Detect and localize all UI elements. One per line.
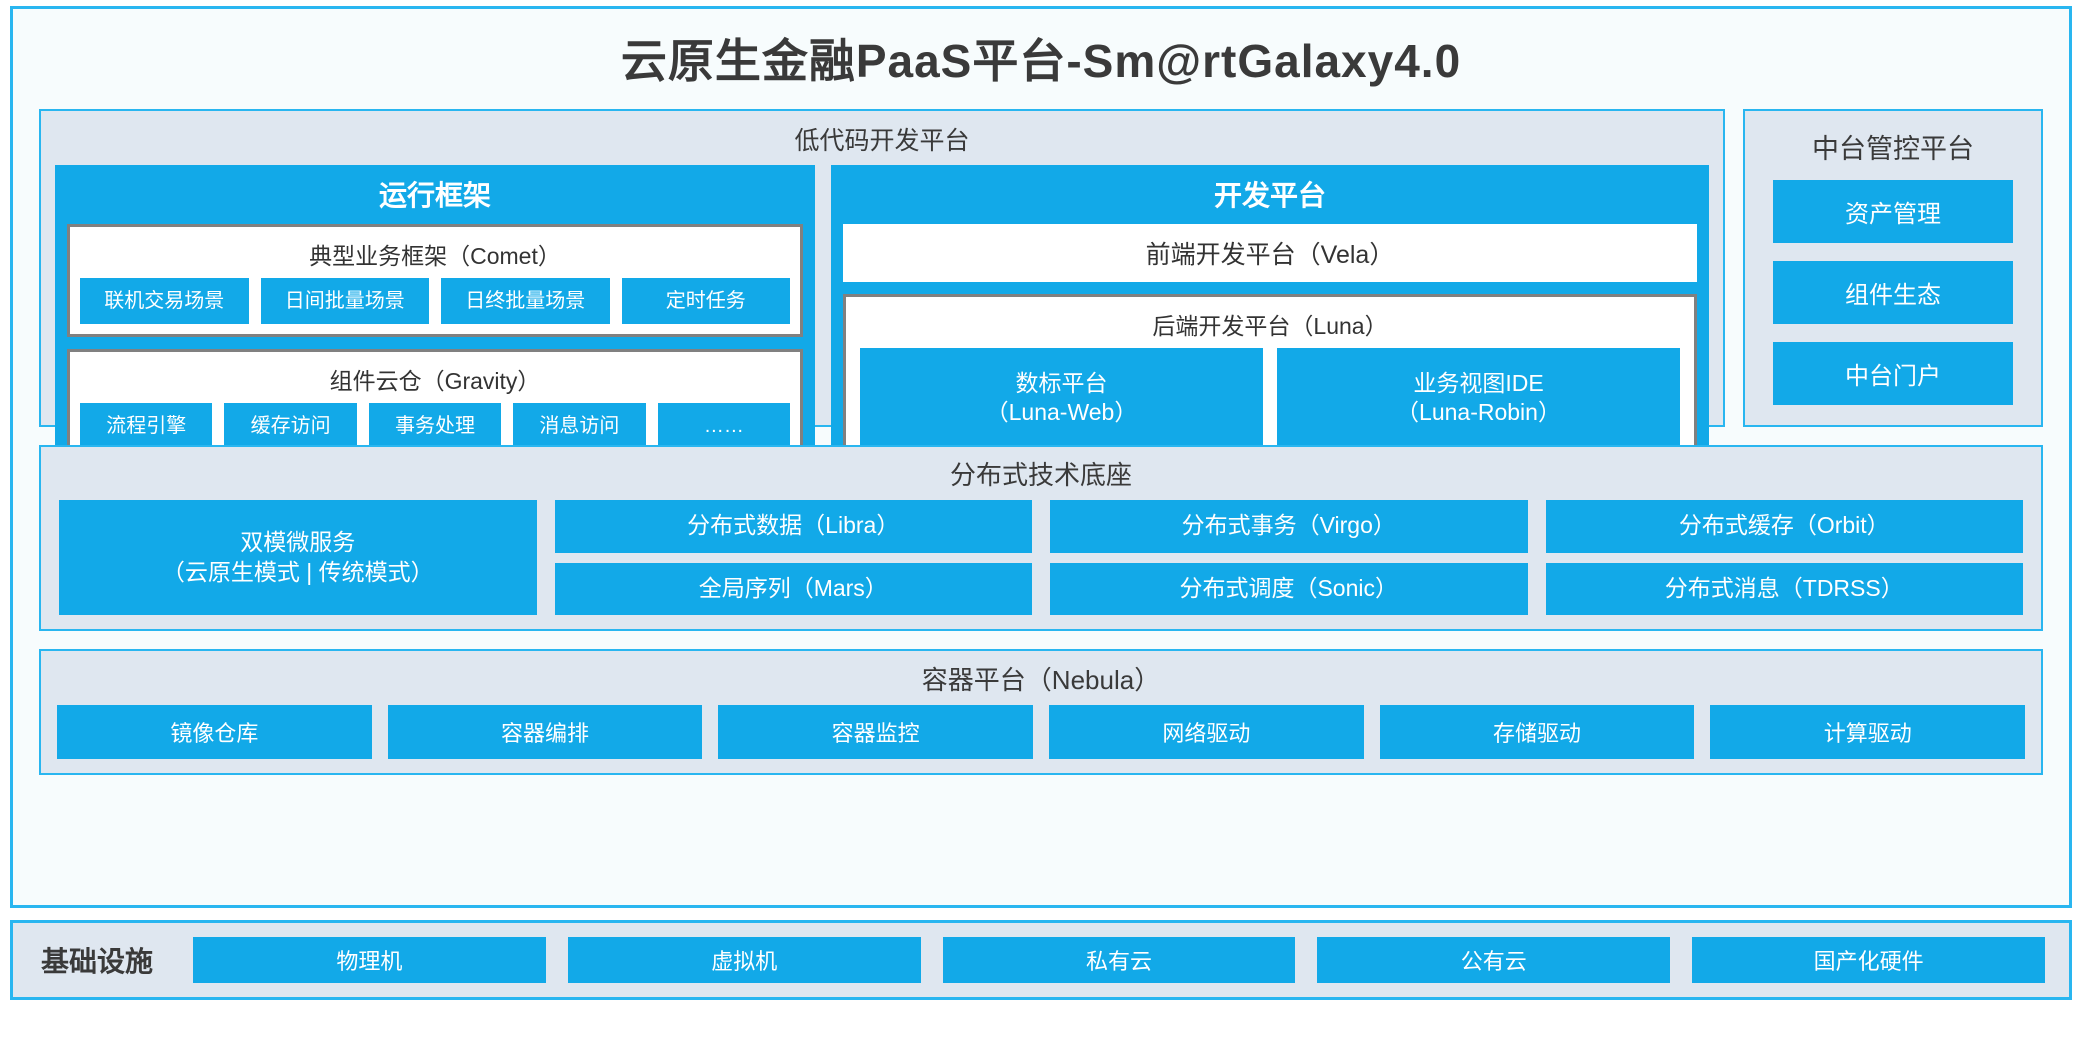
gravity-group: 组件云仓（Gravity） 流程引擎 缓存访问 事务处理 消息访问 …… bbox=[67, 349, 803, 462]
techbase-item-microservice-line1: 双模微服务 bbox=[240, 528, 356, 555]
container-platform-panel: 容器平台（Nebula） 镜像仓库 容器编排 容器监控 网络驱动 存储驱动 计算… bbox=[39, 649, 2043, 775]
infrastructure-panel: 基础设施 物理机 虚拟机 私有云 公有云 国产化硬件 bbox=[10, 920, 2072, 1000]
techbase-item-sonic[interactable]: 分布式调度（Sonic） bbox=[1050, 562, 1528, 615]
luna-item-web-line1: 数标平台 bbox=[1015, 369, 1108, 396]
luna-items: 数标平台 （Luna-Web） 业务视图IDE （Luna-Robin） bbox=[856, 348, 1684, 449]
techbase-item-orbit[interactable]: 分布式缓存（Orbit） bbox=[1545, 500, 2023, 553]
techbase-col-3: 分布式缓存（Orbit） 分布式消息（TDRSS） bbox=[1545, 500, 2023, 615]
container-item-monitoring[interactable]: 容器监控 bbox=[718, 705, 1034, 759]
lowcode-platform-panel: 低代码开发平台 运行框架 典型业务框架（Comet） 联机交易场景 日间批量场景… bbox=[39, 109, 1725, 474]
infrastructure-label: 基础设施 bbox=[41, 946, 154, 977]
midplatform-items: 资产管理 组件生态 中台门户 bbox=[1773, 180, 2013, 405]
techbase-item-virgo[interactable]: 分布式事务（Virgo） bbox=[1050, 500, 1528, 553]
comet-items: 联机交易场景 日间批量场景 日终批量场景 定时任务 bbox=[80, 278, 790, 324]
comet-item[interactable]: 日间批量场景 bbox=[260, 278, 429, 324]
luna-item-robin[interactable]: 业务视图IDE （Luna-Robin） bbox=[1277, 348, 1680, 447]
comet-item[interactable]: 定时任务 bbox=[621, 278, 790, 324]
infrastructure-item-physical[interactable]: 物理机 bbox=[193, 937, 546, 983]
gravity-item[interactable]: 消息访问 bbox=[513, 403, 646, 449]
development-platform-title: 开发平台 bbox=[1213, 180, 1326, 211]
infrastructure-item-virtual[interactable]: 虚拟机 bbox=[567, 937, 921, 983]
midplatform-panel: 中台管控平台 资产管理 组件生态 中台门户 bbox=[1743, 109, 2043, 427]
gravity-items: 流程引擎 缓存访问 事务处理 消息访问 …… bbox=[80, 403, 791, 449]
gravity-title: 组件云仓（Gravity） bbox=[329, 368, 541, 394]
container-item-network-driver[interactable]: 网络驱动 bbox=[1049, 705, 1364, 759]
luna-item-robin-line1: 业务视图IDE bbox=[1413, 369, 1544, 396]
comet-group: 典型业务框架（Comet） 联机交易场景 日间批量场景 日终批量场景 定时任务 bbox=[67, 224, 803, 337]
lowcode-columns: 运行框架 典型业务框架（Comet） 联机交易场景 日间批量场景 日终批量场景 … bbox=[55, 165, 1709, 474]
platform-frame: 云原生金融PaaS平台-Sm@rtGalaxy4.0 低代码开发平台 运行框架 … bbox=[10, 6, 2072, 908]
runtime-framework-card: 运行框架 典型业务框架（Comet） 联机交易场景 日间批量场景 日终批量场景 … bbox=[55, 165, 815, 474]
gravity-item[interactable]: 缓存访问 bbox=[224, 403, 357, 449]
comet-title: 典型业务框架（Comet） bbox=[309, 243, 561, 269]
techbase-col-2: 分布式事务（Virgo） 分布式调度（Sonic） bbox=[1050, 500, 1528, 615]
infrastructure-item-private-cloud[interactable]: 私有云 bbox=[942, 937, 1296, 983]
frontend-platform-vela[interactable]: 前端开发平台（Vela） bbox=[843, 224, 1697, 282]
techbase-item-mars[interactable]: 全局序列（Mars） bbox=[554, 562, 1032, 615]
infrastructure-item-domestic-hardware[interactable]: 国产化硬件 bbox=[1692, 937, 2045, 983]
techbase-col-1: 分布式数据（Libra） 全局序列（Mars） bbox=[554, 500, 1032, 615]
container-item-storage-driver[interactable]: 存储驱动 bbox=[1379, 705, 1695, 759]
gravity-item[interactable]: 事务处理 bbox=[368, 403, 502, 449]
backend-platform-luna-title: 后端开发平台（Luna） bbox=[1152, 313, 1388, 339]
techbase-item-microservice[interactable]: 双模微服务 （云原生模式 | 传统模式） bbox=[59, 500, 537, 615]
midplatform-title: 中台管控平台 bbox=[1812, 134, 1974, 164]
development-platform-card: 开发平台 前端开发平台（Vela） 后端开发平台（Luna） 数标平台 （Lun… bbox=[831, 165, 1709, 474]
techbase-panel: 分布式技术底座 双模微服务 （云原生模式 | 传统模式） 分布式数据（Libra… bbox=[39, 445, 2043, 631]
page-title: 云原生金融PaaS平台-Sm@rtGalaxy4.0 bbox=[620, 35, 1462, 87]
container-platform-title: 容器平台（Nebula） bbox=[921, 665, 1161, 695]
runtime-framework-title: 运行框架 bbox=[378, 180, 491, 211]
midplatform-item-asset[interactable]: 资产管理 bbox=[1773, 180, 2013, 243]
container-item-compute-driver[interactable]: 计算驱动 bbox=[1710, 705, 2026, 759]
infrastructure-item-public-cloud[interactable]: 公有云 bbox=[1317, 937, 1671, 983]
backend-platform-luna-group: 后端开发平台（Luna） 数标平台 （Luna-Web） 业务视图IDE （Lu… bbox=[843, 294, 1697, 462]
comet-item[interactable]: 日终批量场景 bbox=[441, 278, 610, 324]
container-platform-items: 镜像仓库 容器编排 容器监控 网络驱动 存储驱动 计算驱动 bbox=[57, 705, 2026, 759]
techbase-item-libra[interactable]: 分布式数据（Libra） bbox=[554, 500, 1032, 553]
container-item-orchestration[interactable]: 容器编排 bbox=[387, 705, 703, 759]
midplatform-item-component[interactable]: 组件生态 bbox=[1773, 261, 2013, 324]
techbase-grid: 双模微服务 （云原生模式 | 传统模式） 分布式数据（Libra） 全局序列（M… bbox=[59, 500, 2023, 615]
midplatform-item-portal[interactable]: 中台门户 bbox=[1773, 342, 2013, 405]
luna-item-robin-line2: （Luna-Robin） bbox=[1396, 398, 1561, 425]
container-item-image-repo[interactable]: 镜像仓库 bbox=[57, 705, 372, 759]
techbase-item-tdrss[interactable]: 分布式消息（TDRSS） bbox=[1545, 562, 2023, 615]
techbase-item-microservice-line2: （云原生模式 | 传统模式） bbox=[161, 558, 434, 585]
top-row: 低代码开发平台 运行框架 典型业务框架（Comet） 联机交易场景 日间批量场景… bbox=[39, 109, 2043, 474]
techbase-title: 分布式技术底座 bbox=[949, 460, 1132, 490]
luna-item-web-line2: （Luna-Web） bbox=[985, 398, 1138, 425]
comet-item[interactable]: 联机交易场景 bbox=[80, 278, 249, 324]
luna-item-web[interactable]: 数标平台 （Luna-Web） bbox=[860, 348, 1263, 447]
gravity-item-more[interactable]: …… bbox=[657, 403, 791, 449]
techbase-col-microservice: 双模微服务 （云原生模式 | 传统模式） bbox=[59, 500, 537, 615]
gravity-item[interactable]: 流程引擎 bbox=[80, 403, 213, 449]
lowcode-platform-title: 低代码开发平台 bbox=[794, 127, 970, 155]
